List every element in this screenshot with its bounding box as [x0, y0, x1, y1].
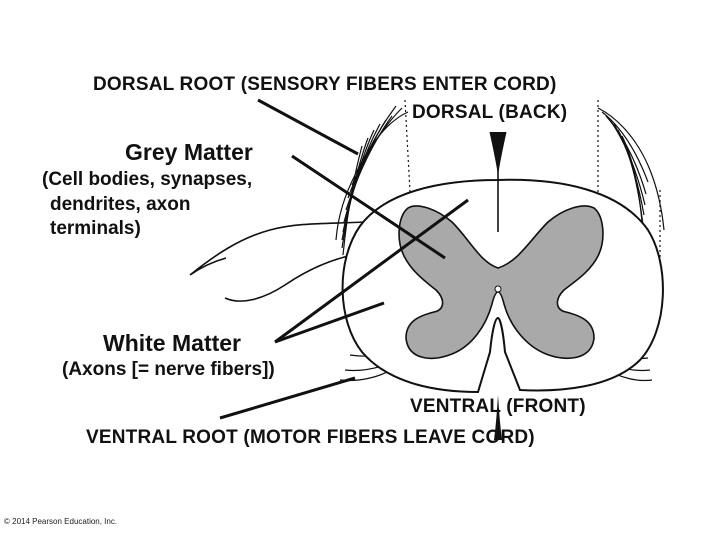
dorsal-back-label: DORSAL (BACK) — [412, 102, 568, 123]
white-matter-title: White Matter — [103, 330, 241, 356]
dorsal-root-left — [335, 105, 409, 256]
ventral-front-label: VENTRAL (FRONT) — [410, 396, 586, 417]
central-canal — [494, 285, 502, 293]
leader-white-matter-2 — [274, 301, 385, 344]
leader-grey-matter — [291, 154, 446, 260]
leader-dorsal-root — [257, 98, 359, 156]
leader-ventral-root — [219, 376, 356, 420]
grey-matter-desc-line-3: terminals) — [50, 218, 141, 239]
ventral-root-label: VENTRAL ROOT (MOTOR FIBERS LEAVE CORD) — [86, 427, 535, 448]
grey-matter-desc-line-2: dendrites, axon — [50, 194, 191, 215]
white-matter-desc: (Axons [= nerve fibers]) — [62, 359, 275, 380]
dorsal-guide-left — [404, 99, 411, 193]
copyright-notice: © 2014 Pearson Education, Inc. — [4, 517, 118, 526]
dorsal-septum-arrow — [489, 131, 507, 173]
grey-matter-desc-line-1: (Cell bodies, synapses, — [42, 169, 253, 190]
dorsal-root-label: DORSAL ROOT (SENSORY FIBERS ENTER CORD) — [93, 74, 557, 95]
grey-matter-title: Grey Matter — [125, 139, 253, 165]
leader-white-matter-1 — [274, 198, 469, 344]
dorsal-root-right — [597, 107, 665, 236]
ventral-fissure-arrow — [494, 395, 502, 440]
